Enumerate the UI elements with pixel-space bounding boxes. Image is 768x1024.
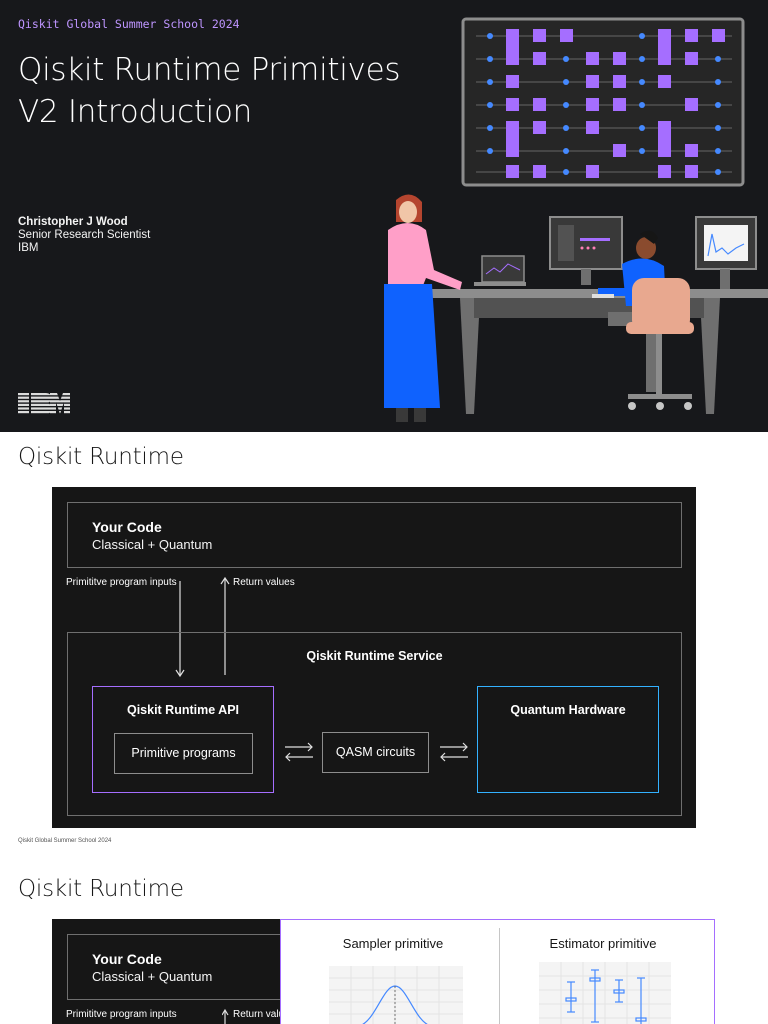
card-divider bbox=[499, 928, 500, 1024]
qubit-grid-display bbox=[461, 17, 745, 187]
standing-person bbox=[384, 194, 462, 422]
up-arrow-head bbox=[220, 576, 230, 585]
author-org: IBM bbox=[18, 242, 39, 254]
down-arrow-head bbox=[175, 669, 185, 678]
event-name: Qiskit Global Summer School 2024 bbox=[18, 17, 240, 31]
sampler-title: Sampler primitive bbox=[342, 936, 444, 951]
runtime-diagram: Your Code Classical + Quantum Primititve… bbox=[52, 487, 696, 828]
returns-label: Return values bbox=[233, 577, 295, 588]
your-code-title: Your Code bbox=[92, 951, 162, 967]
ibm-logo bbox=[18, 393, 70, 414]
runtime-api-title: Qiskit Runtime API bbox=[126, 703, 240, 717]
swap-arrows-icon bbox=[440, 742, 468, 762]
runtime-api-box: Qiskit Runtime API Primitive programs bbox=[92, 686, 274, 793]
your-code-subtitle: Classical + Quantum bbox=[92, 537, 213, 552]
flow-arrows bbox=[175, 576, 230, 678]
slide2-footer: Qiskit Global Summer School 2024 bbox=[18, 838, 112, 844]
quantum-hardware-title: Quantum Hardware bbox=[510, 703, 626, 717]
your-code-box: Your Code Classical + Quantum bbox=[67, 502, 682, 568]
author-name: Christopher J Wood bbox=[18, 216, 128, 228]
estimator-title: Estimator primitive bbox=[549, 936, 657, 951]
title-line-1: Qiskit Runtime Primitives bbox=[18, 52, 401, 88]
chair bbox=[626, 278, 694, 410]
primitive-programs-box: Primitive programs bbox=[114, 733, 253, 774]
your-code-title: Your Code bbox=[92, 519, 162, 535]
slide3-heading: Qiskit Runtime bbox=[18, 876, 184, 902]
monitor-center bbox=[549, 216, 623, 285]
runtime-service-title: Qiskit Runtime Service bbox=[306, 649, 443, 663]
inputs-label: Primititve program inputs bbox=[66, 1009, 177, 1020]
sampler-distribution-plot bbox=[329, 966, 463, 1024]
qasm-circuits-box: QASM circuits bbox=[322, 732, 429, 773]
desk bbox=[432, 289, 768, 414]
slide-title: Qiskit Runtime Primitives V2 Introductio… bbox=[18, 49, 401, 133]
slide2-heading: Qiskit Runtime bbox=[18, 444, 184, 470]
estimator-errorbar-plot bbox=[539, 962, 671, 1024]
your-code-subtitle: Classical + Quantum bbox=[92, 969, 213, 984]
primitives-card: Sampler primitive Estimator primitive bbox=[280, 919, 715, 1024]
runtime-service-box: Qiskit Runtime Service Qiskit Runtime AP… bbox=[67, 632, 682, 816]
up-arrow-icon bbox=[222, 1008, 229, 1024]
swap-arrows-icon bbox=[285, 742, 313, 762]
title-line-2: V2 Introduction bbox=[18, 94, 253, 130]
quantum-hardware-box: Quantum Hardware bbox=[477, 686, 659, 793]
inputs-label: Primititve program inputs bbox=[66, 577, 177, 588]
lab-illustration bbox=[384, 17, 768, 422]
author-block: Christopher J Wood Senior Research Scien… bbox=[18, 216, 150, 255]
laptop bbox=[474, 255, 526, 286]
monitor-right bbox=[695, 216, 757, 289]
author-role: Senior Research Scientist bbox=[18, 229, 151, 241]
title-slide: Qiskit Global Summer School 2024 Qiskit … bbox=[0, 0, 768, 432]
returns-label: Return valu bbox=[233, 1009, 285, 1020]
